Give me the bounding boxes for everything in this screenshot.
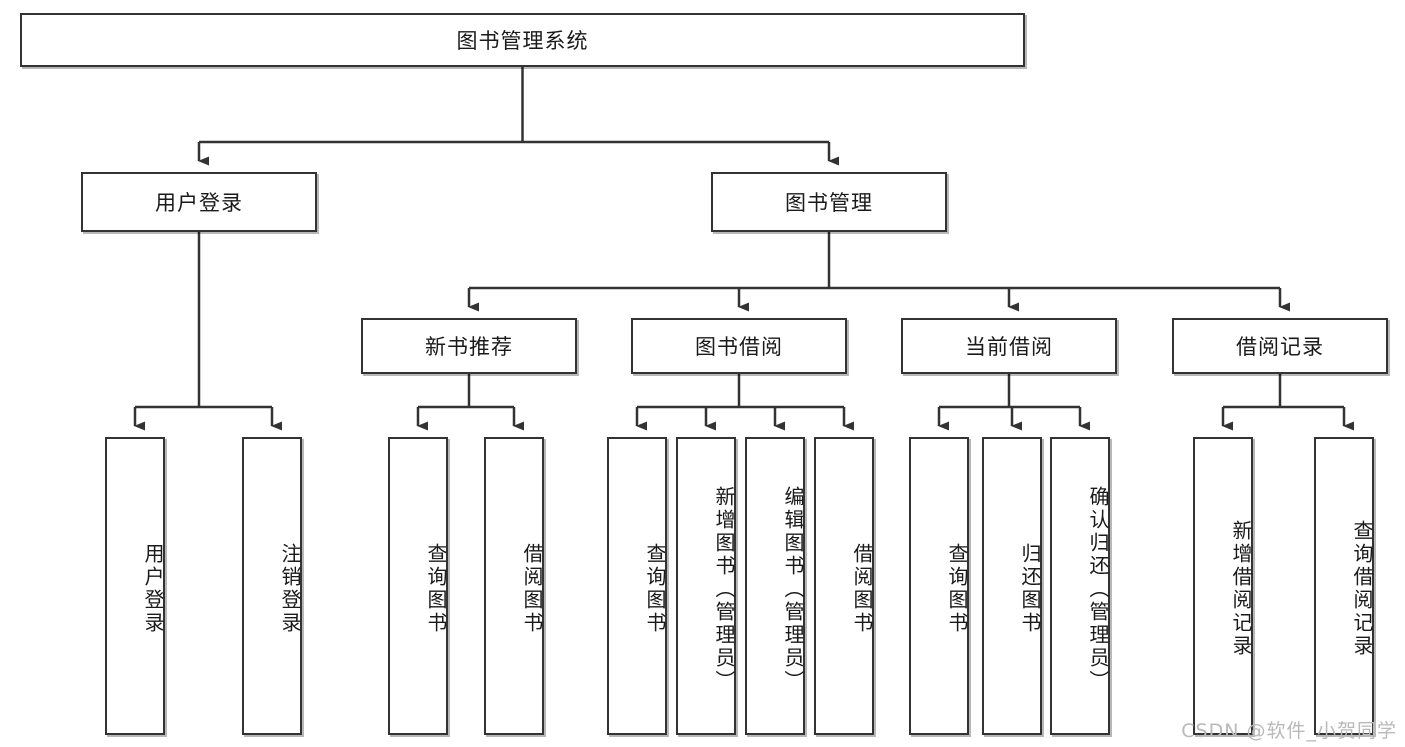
node-leaf-login-2[interactable]: 注销登录 xyxy=(242,437,302,735)
node-label-bookmgmt: 图书管理 xyxy=(785,191,873,215)
node-leaf-newbook-2[interactable]: 借阅图书 xyxy=(484,437,544,735)
node-leaf-newbook-1[interactable]: 查询图书 xyxy=(388,437,448,735)
node-records[interactable]: 借阅记录 xyxy=(1172,318,1388,374)
node-label-leaf-borrow-2: 新增图书（管理员） xyxy=(712,485,736,693)
node-leaf-login-1[interactable]: 用户登录 xyxy=(105,437,165,735)
node-newbook[interactable]: 新书推荐 xyxy=(361,318,577,374)
node-leaf-current-2[interactable]: 归还图书 xyxy=(982,437,1042,735)
watermark-label: CSDN @软件_小贺同学 xyxy=(1181,720,1397,742)
node-label-root: 图书管理系统 xyxy=(456,29,589,53)
node-leaf-borrow-3[interactable]: 编辑图书（管理员） xyxy=(745,437,805,735)
node-label-leaf-login-2: 注销登录 xyxy=(278,543,302,635)
node-leaf-current-3[interactable]: 确认归还（管理员） xyxy=(1050,437,1110,735)
node-leaf-current-1[interactable]: 查询图书 xyxy=(909,437,969,735)
node-label-current: 当前借阅 xyxy=(965,335,1053,359)
node-login[interactable]: 用户登录 xyxy=(81,172,317,232)
node-label-leaf-current-2: 归还图书 xyxy=(1018,543,1042,635)
node-leaf-borrow-4[interactable]: 借阅图书 xyxy=(814,437,874,735)
node-leaf-records-2[interactable]: 查询借阅记录 xyxy=(1314,437,1374,735)
node-current[interactable]: 当前借阅 xyxy=(901,318,1117,374)
node-label-leaf-records-2: 查询借阅记录 xyxy=(1350,520,1374,658)
node-label-leaf-newbook-1: 查询图书 xyxy=(424,543,448,635)
node-bookmgmt[interactable]: 图书管理 xyxy=(711,172,947,232)
node-root[interactable]: 图书管理系统 xyxy=(20,13,1025,67)
node-label-leaf-records-1: 新增借阅记录 xyxy=(1229,520,1253,658)
node-label-leaf-borrow-4: 借阅图书 xyxy=(850,543,874,635)
node-label-leaf-current-3: 确认归还（管理员） xyxy=(1086,485,1110,693)
node-label-borrow: 图书借阅 xyxy=(695,335,783,359)
node-label-newbook: 新书推荐 xyxy=(425,335,513,359)
node-leaf-borrow-1[interactable]: 查询图书 xyxy=(607,437,667,735)
node-leaf-borrow-2[interactable]: 新增图书（管理员） xyxy=(676,437,736,735)
node-leaf-records-1[interactable]: 新增借阅记录 xyxy=(1193,437,1253,735)
node-label-records: 借阅记录 xyxy=(1236,335,1324,359)
node-borrow[interactable]: 图书借阅 xyxy=(631,318,847,374)
node-label-leaf-borrow-3: 编辑图书（管理员） xyxy=(781,485,805,693)
node-label-leaf-current-1: 查询图书 xyxy=(945,543,969,635)
node-label-login: 用户登录 xyxy=(155,191,243,215)
node-label-leaf-login-1: 用户登录 xyxy=(141,543,165,635)
node-label-leaf-newbook-2: 借阅图书 xyxy=(520,543,544,635)
node-label-leaf-borrow-1: 查询图书 xyxy=(643,543,667,635)
